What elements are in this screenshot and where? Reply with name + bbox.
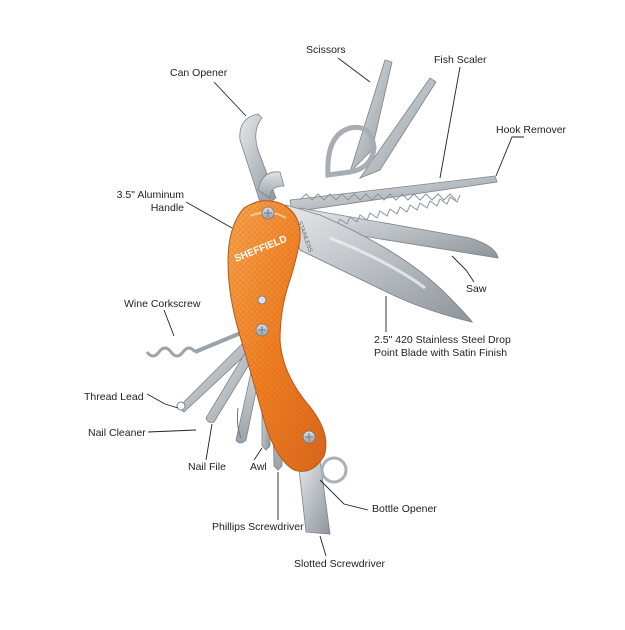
leader-can-opener (213, 81, 247, 117)
label-saw: Saw (466, 283, 487, 295)
aluminum-handle: SHEFFIELD (227, 200, 327, 472)
label-thread-lead: Thread Lead (84, 391, 144, 403)
leader-awl (253, 447, 263, 461)
leader-slotted (319, 535, 327, 557)
label-bottle-opener: Bottle Opener (372, 503, 437, 515)
scissors-tool (325, 59, 437, 179)
leader-thread-lead (146, 393, 179, 409)
leader-nail-file (205, 423, 213, 461)
can-opener-tool (239, 113, 285, 209)
leader-fish-scaler (439, 66, 461, 179)
fish-scaler-tool (289, 175, 498, 213)
label-awl: Awl (250, 461, 267, 473)
label-wine-corkscrew: Wine Corkscrew (124, 298, 201, 310)
leader-scissors (337, 57, 371, 83)
label-blade-line1: 2.5" 420 Stainless Steel Drop (374, 334, 511, 346)
leader-bottle-opener (319, 479, 369, 511)
leader-nail-cleaner (147, 429, 197, 433)
corkscrew-tool (145, 328, 249, 358)
drop-point-blade: STAINLESS (285, 204, 474, 323)
leader-lines (146, 57, 524, 557)
label-hook-remover: Hook Remover (496, 124, 567, 136)
leader-handle (185, 201, 233, 229)
label-fish-scaler: Fish Scaler (434, 54, 487, 66)
label-nail-file: Nail File (188, 461, 226, 473)
leader-wine-corkscrew (163, 309, 175, 337)
label-scissors: Scissors (306, 44, 346, 56)
leader-hook-remover (495, 136, 524, 177)
label-handle-line1: 3.5" Aluminum (116, 189, 184, 201)
label-can-opener: Can Opener (170, 67, 228, 79)
label-phillips-screwdriver: Phillips Screwdriver (212, 521, 304, 533)
label-slotted-screwdriver: Slotted Screwdriver (294, 558, 386, 570)
keyring (320, 456, 348, 484)
label-blade-line2: Point Blade with Satin Finish (374, 347, 508, 359)
label-nail-cleaner: Nail Cleaner (88, 427, 146, 439)
label-handle-line2: Handle (150, 202, 184, 214)
lower-tools (176, 337, 265, 444)
handle-rivet (257, 295, 267, 305)
label-handle: 3.5" Aluminum Handle (110, 189, 184, 215)
label-drop-point-blade: 2.5" 420 Stainless Steel Drop Point Blad… (374, 334, 511, 360)
leader-saw (451, 255, 475, 283)
